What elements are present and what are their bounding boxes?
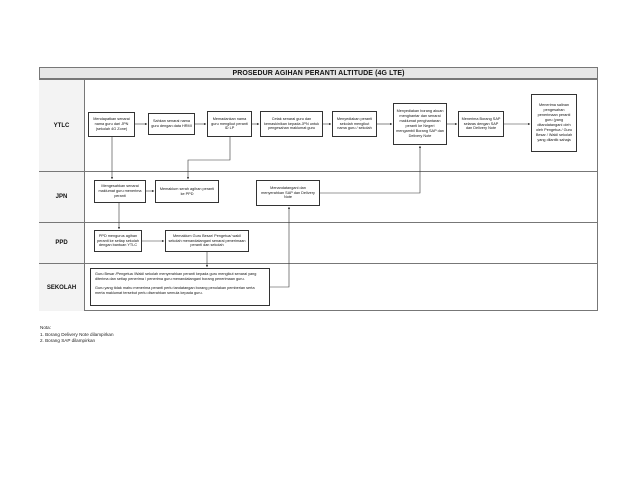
ppd-step-2: Memaklum Guru Besar/ Pengetua/ wakil sek… (165, 230, 249, 252)
ytlc-step-3: Memadankan nama guru mengikut peranti ID… (207, 111, 252, 137)
lane-ppd: PPD (39, 222, 598, 263)
ytlc-step-5: Menyediakan peranti sekolah mengikut nam… (332, 111, 377, 137)
notes-line-2: 2. Borang SAP dilampirkan (40, 338, 96, 344)
lane-label-ppd: PPD (39, 223, 85, 263)
ytlc-step-7: Menerima Borang SAP selaras dengan SAP d… (458, 111, 504, 137)
notes: Nota: 1. Borang Delivery Note dilampirka… (40, 325, 114, 345)
lane-label-jpn: JPN (39, 172, 85, 222)
chart-title: PROSEDUR AGIHAN PERANTI ALTITUDE (4G LTE… (39, 67, 598, 79)
ytlc-step-6: Menyediakan borang akuan menghantar dan … (393, 103, 447, 145)
ytlc-step-8: Menerima salinan pengesahan penerimaan p… (531, 94, 577, 152)
sekolah-paragraph-1: Guru Besar /Pengetua /Wakil sekolah meny… (95, 272, 257, 281)
jpn-step-1: Mengesahkan senarai maklumat guru meneri… (94, 180, 146, 203)
ytlc-step-2: Sahkan senarai nama guru dengan data HRM… (148, 113, 195, 135)
sekolah-paragraph-2: Guru yang tidak mahu menerima peranti pe… (95, 285, 255, 295)
lane-jpn: JPN (39, 171, 598, 222)
jpn-step-3: Menandatangani dan menyerahkan SAP dan D… (256, 180, 320, 206)
ytlc-step-4: Cetak senarai guru dan kemaskinikan kepa… (260, 111, 323, 137)
lane-label-ytlc: YTLC (39, 80, 85, 171)
notes-line-1: 1. Borang Delivery Note dilampirkan (40, 331, 114, 337)
notes-heading: Nota: (40, 325, 51, 330)
lane-label-sekolah: SEKOLAH (39, 264, 85, 311)
lane-ytlc: YTLC (39, 79, 598, 171)
ytlc-step-1: Mendapatkan senarai nama guru dari JPN (… (88, 112, 135, 137)
ppd-step-1: PPD mengurus agihan peranti ke setiap se… (94, 230, 142, 252)
lane-sekolah: SEKOLAH (39, 263, 598, 311)
jpn-step-2: Memaklum serah agihan peranti ke PPD (155, 180, 219, 203)
sekolah-step: Guru Besar /Pengetua /Wakil sekolah meny… (90, 268, 270, 306)
